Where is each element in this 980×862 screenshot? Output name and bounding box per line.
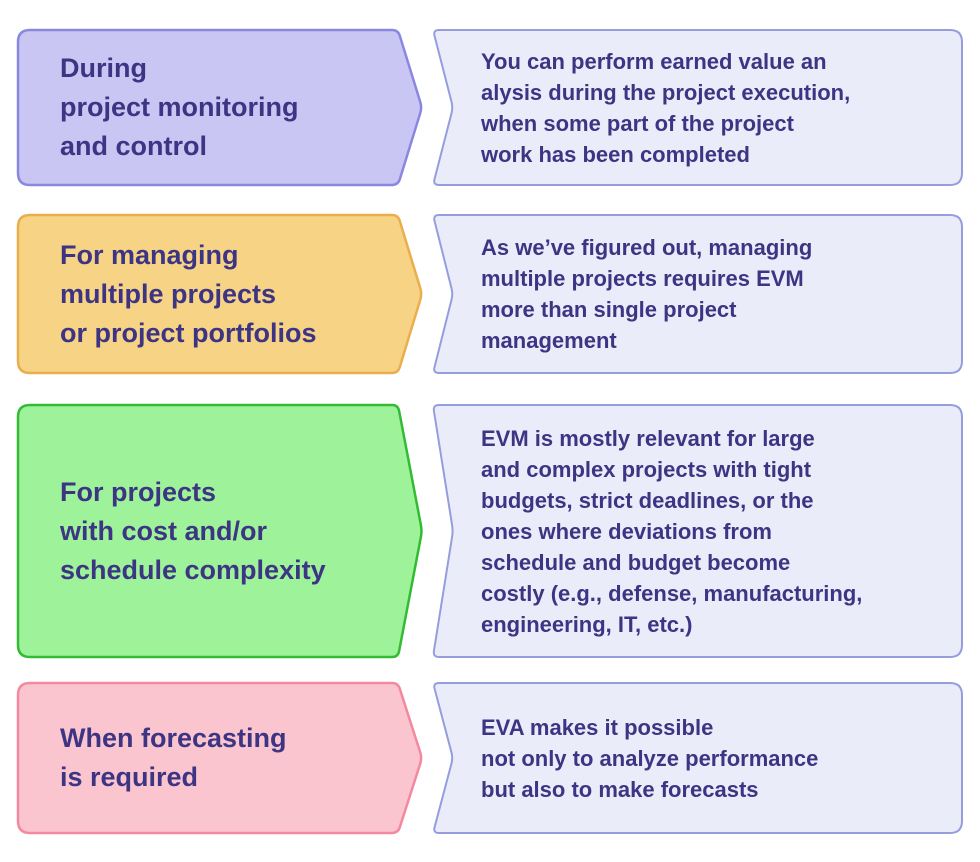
- detail-box-shape: [433, 29, 963, 186]
- detail-box-cost-schedule: EVM is mostly relevant for large and com…: [432, 404, 963, 658]
- label-arrow-multiple-projects: For managing multiple projects or projec…: [16, 213, 423, 375]
- detail-text: EVM is mostly relevant for large and com…: [481, 425, 863, 637]
- row-during-monitoring: During project monitoring and control Yo…: [0, 28, 980, 187]
- label-arrow-shape: [16, 28, 423, 187]
- detail-text: EVA makes it possible not only to analyz…: [481, 714, 819, 802]
- row-multiple-projects: For managing multiple projects or projec…: [0, 213, 980, 375]
- detail-text: As we’ve figured out, managing multiple …: [481, 235, 813, 353]
- label-arrow-shape: [16, 213, 423, 375]
- label-arrow-cost-schedule: For projects with cost and/or schedule c…: [16, 403, 423, 659]
- row-cost-schedule-complexity: For projects with cost and/or schedule c…: [0, 403, 980, 659]
- label-text: For projects with cost and/or schedule c…: [60, 476, 326, 585]
- label-arrow-shape: [16, 403, 423, 659]
- detail-box-shape: [433, 214, 963, 374]
- detail-box-forecasting: EVA makes it possible not only to analyz…: [433, 682, 963, 834]
- label-arrow-shape: [16, 681, 423, 835]
- label-text: For managing multiple projects or projec…: [60, 239, 317, 348]
- label-text: During project monitoring and control: [60, 53, 299, 161]
- detail-box-shape: [433, 682, 963, 834]
- label-arrow-during-monitoring: During project monitoring and control: [16, 28, 423, 187]
- row-forecasting: When forecasting is required EVA makes i…: [0, 681, 980, 835]
- detail-box-multiple-projects: As we’ve figured out, managing multiple …: [433, 214, 963, 374]
- detail-box-shape: [432, 404, 963, 658]
- label-arrow-forecasting: When forecasting is required: [16, 681, 423, 835]
- label-text: When forecasting is required: [60, 723, 287, 792]
- detail-box-during-monitoring: You can perform earned value an alysis d…: [433, 29, 963, 186]
- detail-text: You can perform earned value an alysis d…: [481, 48, 851, 167]
